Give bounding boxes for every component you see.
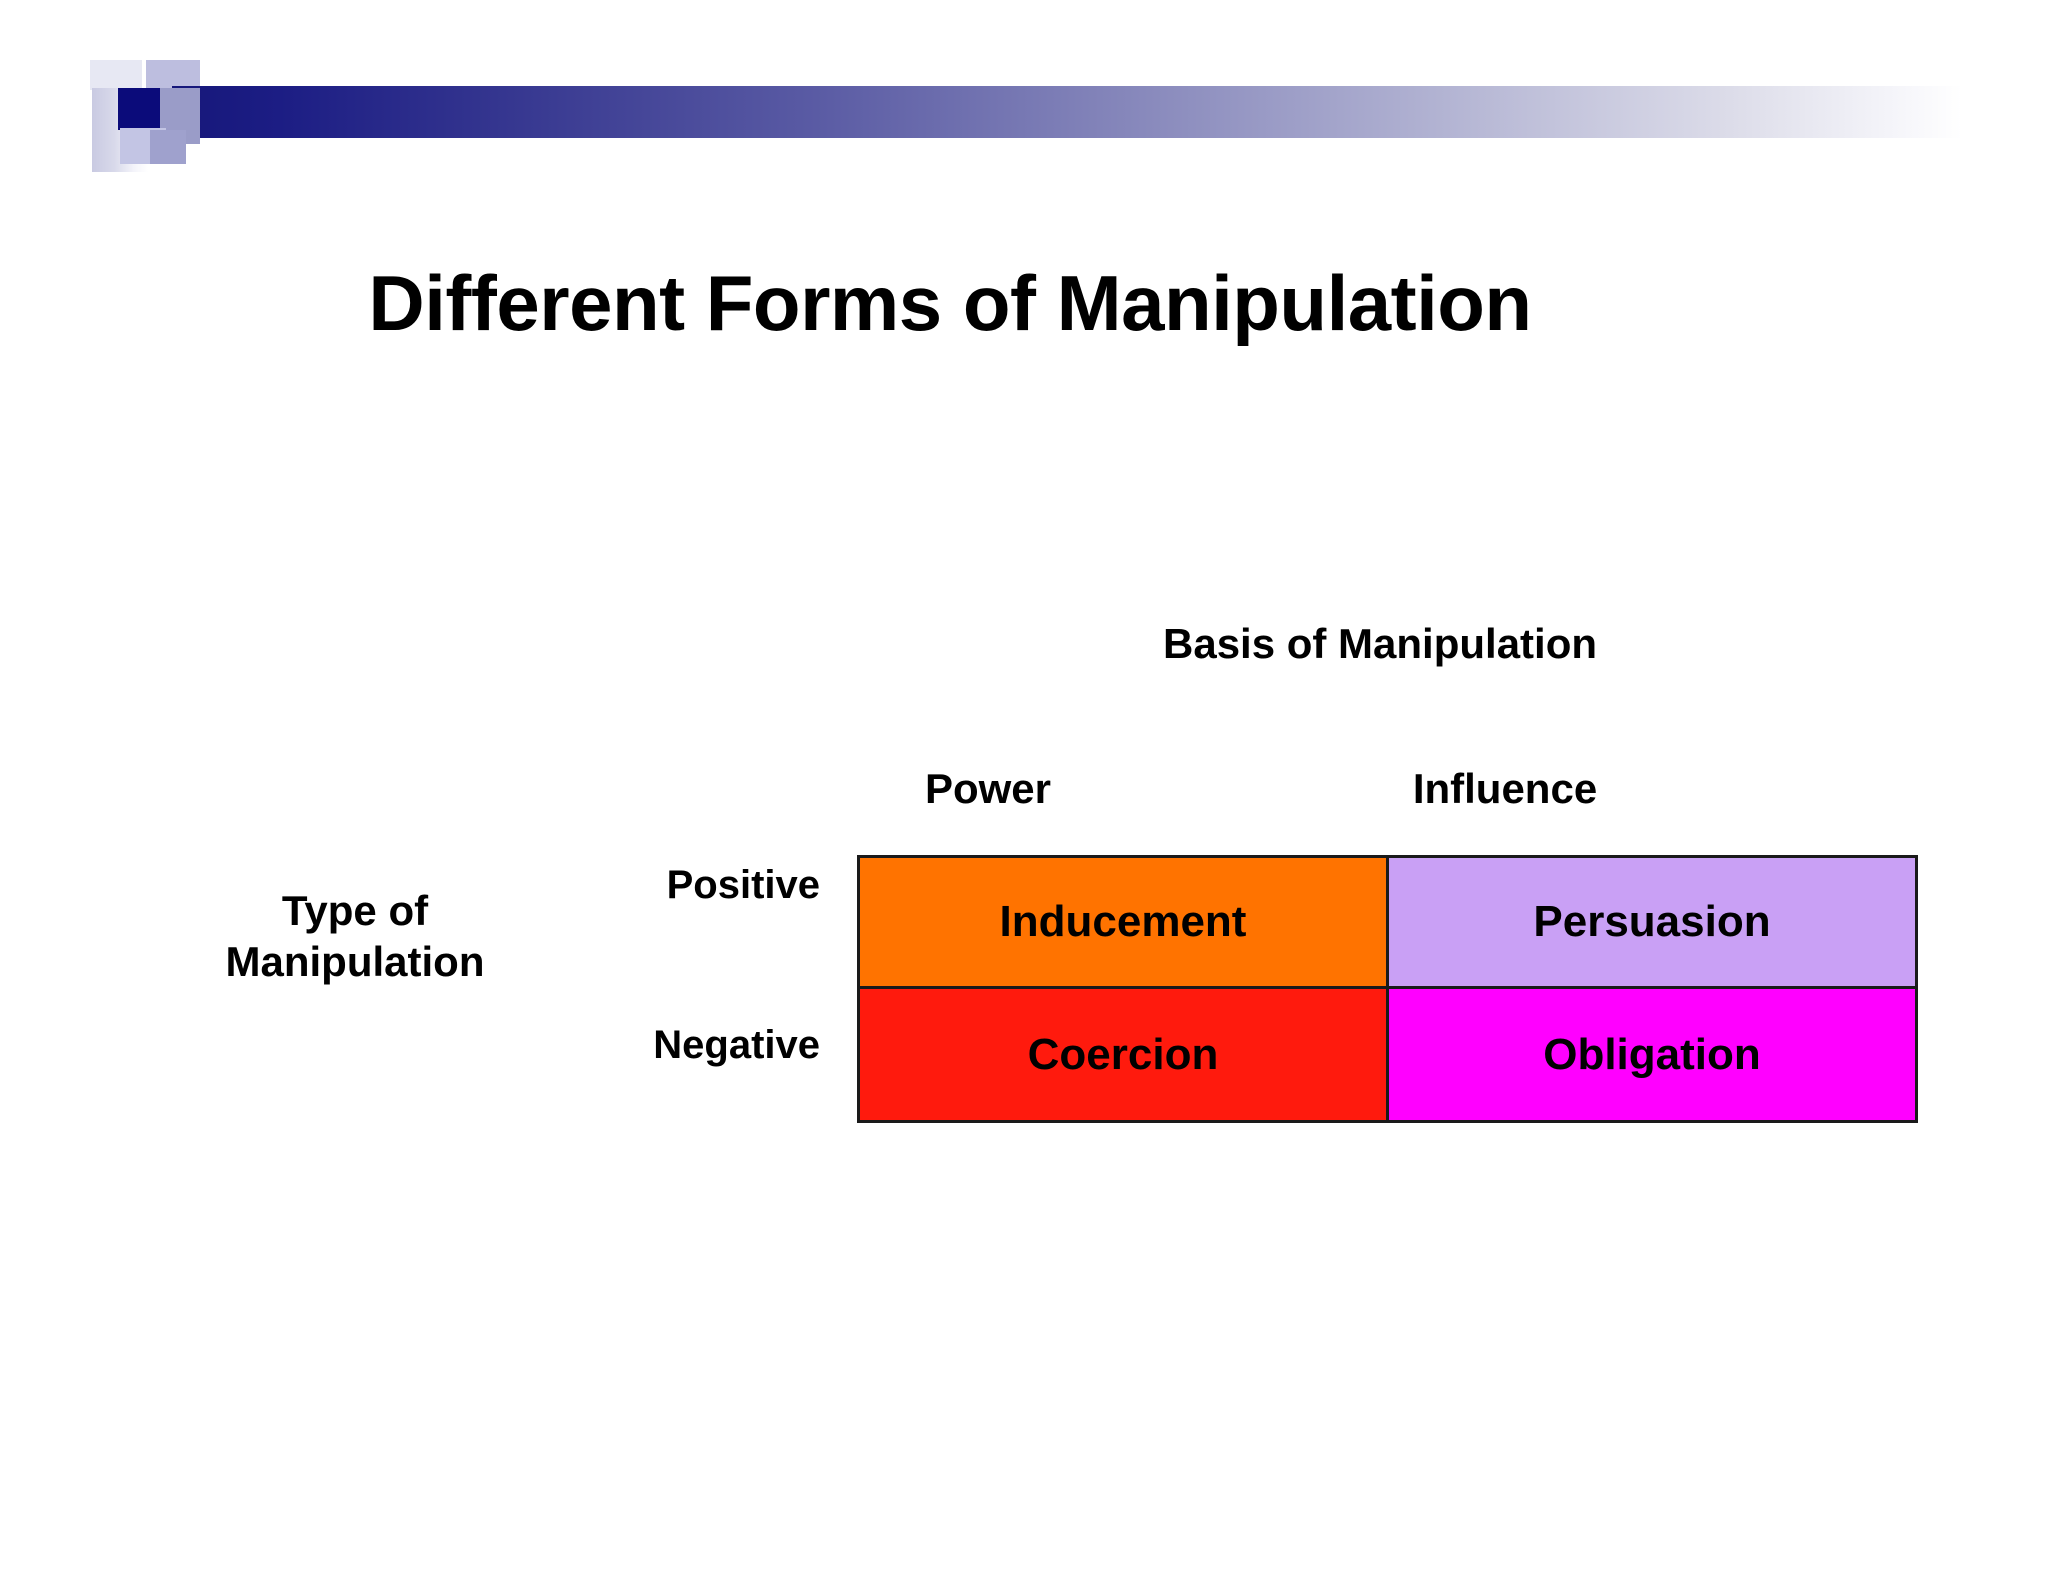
- slide-title: Different Forms of Manipulation: [368, 259, 1532, 347]
- matrix-column-header-influence: Influence: [1412, 765, 1598, 812]
- matrix-cell-inducement[interactable]: Inducement: [860, 858, 1389, 989]
- matrix-row-header-negative: Negative: [653, 1023, 820, 1067]
- slide-header-decoration: [0, 0, 2048, 220]
- matrix-row-header-positive: Positive: [666, 863, 820, 907]
- decoration-gradient-bar: [172, 86, 1962, 138]
- matrix-cell-obligation[interactable]: Obligation: [1389, 989, 1915, 1120]
- decoration-square-pale: [90, 60, 142, 90]
- matrix-column-header-power: Power: [924, 765, 1052, 812]
- manipulation-matrix: Inducement Persuasion Coercion Obligatio…: [857, 855, 1918, 1123]
- matrix-cell-coercion[interactable]: Coercion: [860, 989, 1389, 1120]
- decoration-square-navy: [118, 88, 160, 130]
- matrix-row-axis-title-line1: Type of: [281, 887, 429, 934]
- matrix-row-axis-title: Type of Manipulation: [140, 885, 570, 987]
- matrix-cell-persuasion[interactable]: Persuasion: [1389, 858, 1915, 989]
- matrix-row-axis-title-line2: Manipulation: [225, 938, 485, 986]
- matrix-column-axis-title: Basis of Manipulation: [1163, 620, 1598, 667]
- matrix-row-negative: Coercion Obligation: [860, 989, 1915, 1120]
- decoration-square-lavender-low2: [150, 130, 186, 164]
- matrix-row-positive: Inducement Persuasion: [860, 858, 1915, 989]
